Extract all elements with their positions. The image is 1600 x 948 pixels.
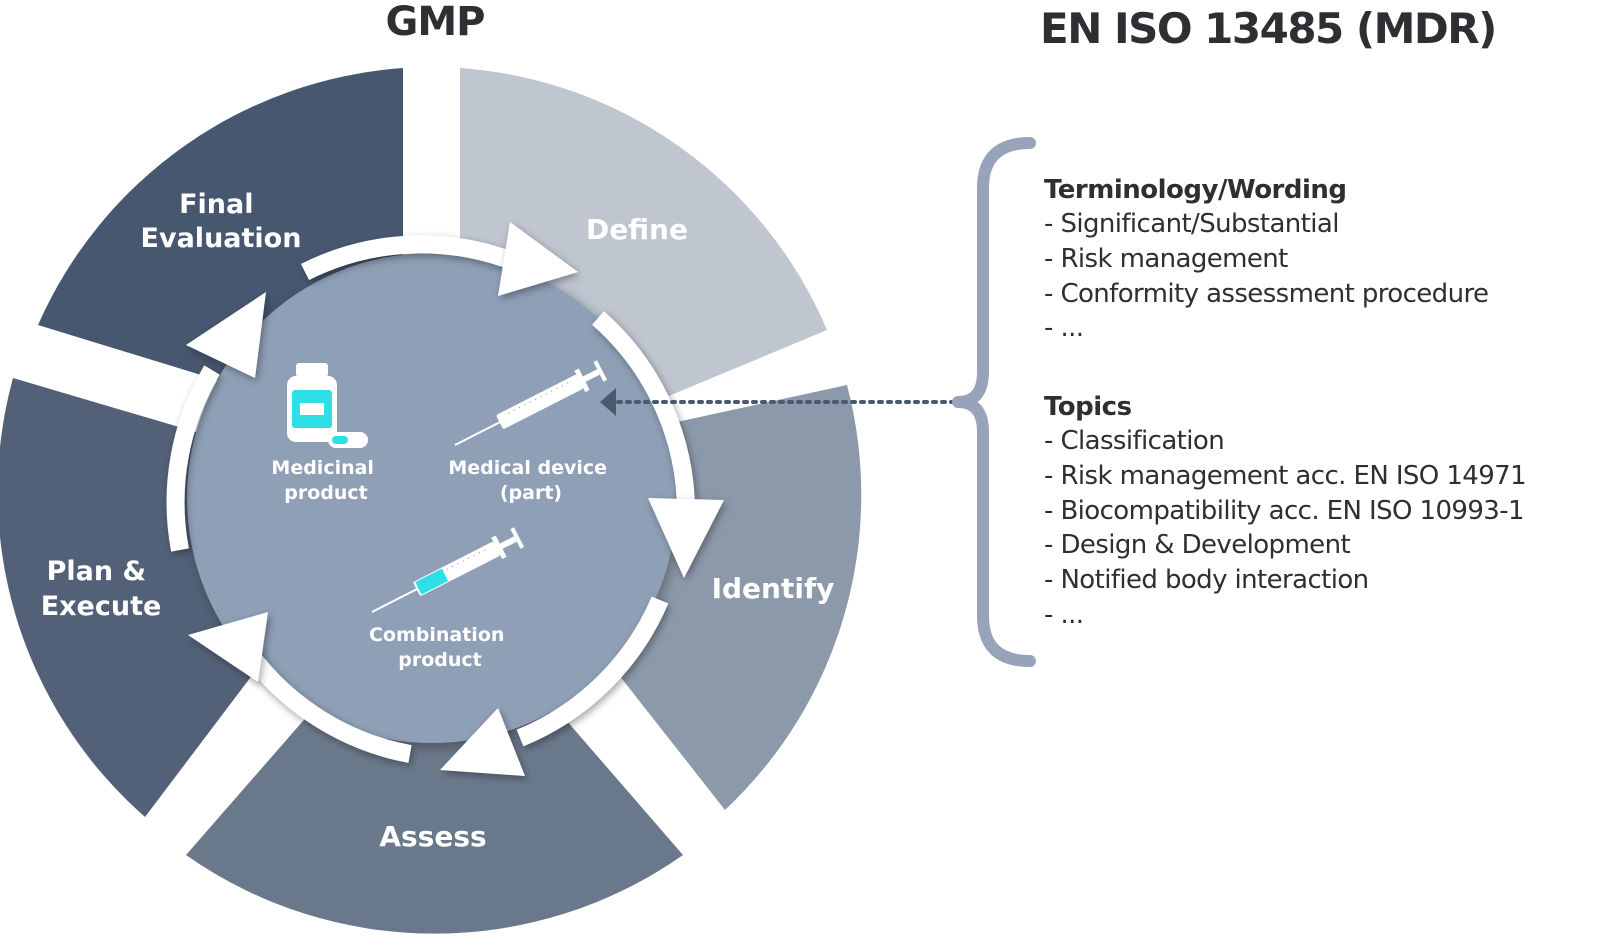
segment-label-plan-execute: Plan & Execute xyxy=(41,556,162,622)
cycle-arrowheads xyxy=(186,222,724,776)
device-line-2: (part) xyxy=(500,482,562,504)
list-item: - Notified body interaction xyxy=(1044,565,1369,596)
topics-block: Topics - Classification - Risk managemen… xyxy=(1044,390,1527,633)
arrowhead-final xyxy=(186,292,266,378)
arrowhead-identify xyxy=(648,498,724,578)
list-item: - Classification xyxy=(1044,426,1225,456)
list-item: - Risk management xyxy=(1044,243,1288,274)
segment-assess xyxy=(186,690,683,934)
list-item: - Design & Development xyxy=(1044,530,1351,561)
medical-device-label: Medical device (part) xyxy=(448,457,613,504)
segment-label-identify: Identify xyxy=(712,572,835,605)
curly-brace xyxy=(952,137,1036,667)
device-line-1: Medical device xyxy=(448,457,607,479)
combination-product-label: Combination product xyxy=(369,624,511,671)
list-item: - Significant/Substantial xyxy=(1044,209,1339,239)
medicinal-line-1: Medicinal xyxy=(271,457,374,479)
arrowhead-plan xyxy=(188,612,268,682)
list-item: - ... xyxy=(1044,599,1084,630)
segment-label-define: Define xyxy=(586,213,688,246)
medicinal-product-label: Medicinal product xyxy=(271,457,380,504)
medicine-bottle-icon xyxy=(287,363,368,448)
arc-identify-to-assess xyxy=(516,596,669,747)
topics-heading: Topics xyxy=(1044,392,1132,422)
final-evaluation-line-2: Evaluation xyxy=(141,223,302,254)
arrowhead-define xyxy=(498,222,578,296)
connector-arrowhead xyxy=(600,388,616,416)
plan-execute-line-2: Execute xyxy=(41,591,162,622)
iso-title: EN ISO 13485 (MDR) xyxy=(1040,4,1497,53)
gmp-title: GMP xyxy=(385,0,486,45)
combination-syringe-icon xyxy=(371,527,525,613)
medicinal-line-2: product xyxy=(284,482,368,504)
combination-line-2: product xyxy=(398,649,482,671)
arc-define-to-identify xyxy=(592,311,696,516)
plan-execute-line-1: Plan & xyxy=(47,556,146,587)
terminology-heading: Terminology/Wording xyxy=(1044,175,1347,205)
syringe-icon xyxy=(454,360,608,446)
combination-line-1: Combination xyxy=(369,624,504,646)
arrowhead-assess xyxy=(440,708,525,776)
terminology-block: Terminology/Wording - Significant/Substa… xyxy=(1044,173,1489,346)
list-item: - ... xyxy=(1044,313,1084,344)
arc-final-to-define xyxy=(300,235,519,281)
list-item: - Conformity assessment procedure xyxy=(1044,278,1489,309)
segment-label-assess: Assess xyxy=(379,820,486,853)
list-item: - Risk management acc. EN ISO 14971 xyxy=(1044,460,1527,491)
arc-plan-to-final xyxy=(166,365,220,552)
final-evaluation-line-1: Final xyxy=(179,189,253,220)
segment-label-final-evaluation: Final Evaluation xyxy=(141,189,302,254)
list-item: - Biocompatibility acc. EN ISO 10993-1 xyxy=(1044,495,1525,526)
